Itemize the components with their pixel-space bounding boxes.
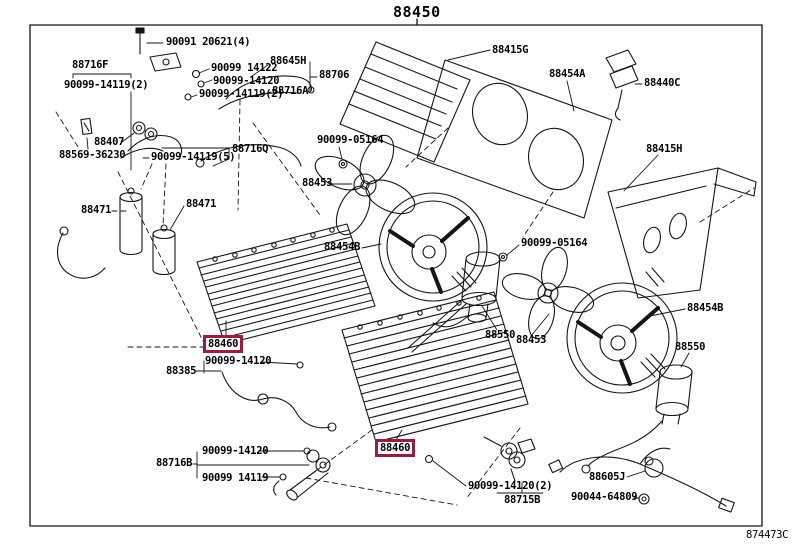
- callout-88454b-right[interactable]: 88454B: [687, 302, 724, 314]
- diagram-number-title: 88450: [393, 3, 441, 21]
- grommet: [638, 493, 650, 505]
- callout-88415g[interactable]: 88415G: [492, 44, 529, 56]
- dashed-guides: [55, 99, 755, 506]
- pipes-bottom: [221, 361, 536, 501]
- motor-right: [581, 364, 693, 474]
- side-panel: [607, 167, 757, 299]
- callout-88569-36230[interactable]: 88569-36230: [59, 149, 126, 161]
- callout-90099-14119-c[interactable]: 90099-14119(5): [151, 151, 236, 163]
- fan-shroud-ring-left: [378, 192, 488, 302]
- callout-90044-64809[interactable]: 90044-64809: [571, 491, 638, 503]
- callout-88550-right[interactable]: 88550: [675, 341, 706, 353]
- callout-88453-a[interactable]: 88453: [302, 177, 333, 189]
- condenser-core-upper: [196, 223, 376, 345]
- callout-88454b-left[interactable]: 88454B: [324, 241, 361, 253]
- callout-90099-14119-b[interactable]: 90099-14119(2): [199, 88, 284, 100]
- callout-88645h[interactable]: 88645H: [270, 55, 307, 67]
- callout-88454a[interactable]: 88454A: [549, 68, 586, 80]
- pipes-top-left: [57, 27, 315, 279]
- callout-88471-right[interactable]: 88471: [186, 198, 217, 210]
- callout-90099-05164-a[interactable]: 90099-05164: [317, 134, 384, 146]
- callout-90099-14120-d[interactable]: 90099-14120: [202, 445, 269, 457]
- callout-90099-05164-b[interactable]: 90099-05164: [521, 237, 588, 249]
- callout-88453-b[interactable]: 88453: [516, 334, 547, 346]
- cooling-fan-lower: [501, 246, 595, 340]
- callout-88385[interactable]: 88385: [166, 365, 197, 377]
- callout-88716a[interactable]: 88716A: [272, 85, 309, 97]
- callout-88460-selected-b[interactable]: 88460: [375, 439, 416, 458]
- callout-88716b[interactable]: 88716B: [156, 457, 193, 469]
- callout-88716q[interactable]: 88716Q: [232, 143, 269, 155]
- connector-bracket: [605, 49, 639, 121]
- cooling-fan-upper: [314, 134, 416, 236]
- callout-90099-14122[interactable]: 90099 14122: [211, 62, 278, 74]
- motor-left: [407, 251, 501, 353]
- leader-lines: [72, 42, 690, 499]
- callout-88407[interactable]: 88407: [94, 136, 125, 148]
- condenser-core-lower: [341, 291, 529, 443]
- receiver-driers: [119, 187, 176, 276]
- diagram-border: [29, 18, 763, 527]
- callout-90099-14120-c[interactable]: 90099-14120(2): [468, 480, 553, 492]
- callout-90099-14119-d[interactable]: 90099 14119: [202, 472, 269, 484]
- fan-shroud-ring-right: [566, 282, 678, 394]
- callout-88471-left[interactable]: 88471: [81, 204, 112, 216]
- callout-90099-14119-a[interactable]: 90099-14119(2): [64, 79, 149, 91]
- slatted-bracket-panel: [339, 41, 471, 163]
- callout-88716f[interactable]: 88716F: [72, 59, 109, 71]
- callout-88715b[interactable]: 88715B: [504, 494, 541, 506]
- wiring-harness: [548, 447, 735, 513]
- callout-90091-20621[interactable]: 90091 20621(4): [166, 36, 251, 48]
- callout-90099-14120-b[interactable]: 90099-14120: [205, 355, 272, 367]
- callout-88460-selected-a[interactable]: 88460: [203, 335, 244, 354]
- callout-90099-14120-a[interactable]: 90099-14120: [213, 75, 280, 87]
- screw-fasteners: [338, 159, 508, 262]
- callout-88440c[interactable]: 88440C: [644, 77, 681, 89]
- callout-88706[interactable]: 88706: [319, 69, 350, 81]
- callout-88550-left[interactable]: 88550: [485, 329, 516, 341]
- figure-code: 874473C: [746, 529, 789, 541]
- callout-88605j[interactable]: 88605J: [589, 471, 626, 483]
- fan-shroud-panel: [416, 59, 613, 219]
- callout-88415h[interactable]: 88415H: [646, 143, 683, 155]
